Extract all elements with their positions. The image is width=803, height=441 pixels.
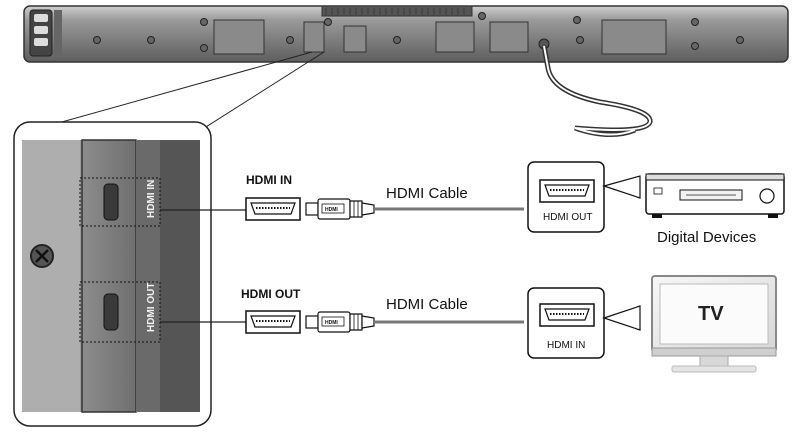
soundbar-recess: [435, 21, 475, 53]
callout-arrow: [602, 305, 641, 331]
panel-hdmi-out-box: [79, 281, 161, 343]
hdmi-out-label: HDMI OUT: [241, 287, 301, 301]
panel-hdmi-in-port: [103, 183, 119, 221]
hdmi-plug-icon: HDMI: [305, 311, 375, 333]
tv-label: TV: [698, 303, 724, 325]
tv-port-label: HDMI IN: [547, 340, 585, 351]
soundbar-screws: [93, 12, 744, 52]
tv-hdmi-in-box: HDMI IN: [527, 287, 605, 359]
panel-hdmi-in-label: HDMI IN: [146, 180, 157, 218]
device-port-label: HDMI OUT: [543, 212, 592, 223]
tv-icon: TV: [651, 275, 777, 373]
callout-arrow: [601, 175, 641, 199]
panel-hdmi-out-label: HDMI OUT: [146, 283, 157, 332]
device-hdmi-out-box: HDMI OUT: [527, 161, 605, 233]
hdmi-out-port-icon: [245, 310, 301, 334]
power-cord: [538, 38, 653, 137]
digital-devices-label: Digital Devices: [657, 229, 756, 246]
panel-screw-icon: [30, 244, 54, 268]
hdmi-in-connection: HDMI IN HDMI HDMI Cable: [245, 173, 524, 221]
soundbar-recess: [489, 21, 529, 53]
soundbar-recess: [601, 19, 667, 55]
hdmi-in-label: HDMI IN: [246, 173, 292, 187]
svg-text:HDMI: HDMI: [325, 207, 338, 213]
svg-text:HDMI: HDMI: [325, 320, 338, 326]
soundbar-grille: [325, 8, 465, 15]
hdmi-plug-icon: HDMI: [305, 198, 375, 220]
hdmi-in-port-icon: [245, 197, 301, 221]
soundbar: [23, 5, 789, 137]
hdmi-out-connection: HDMI OUT HDMI HDMI Cable: [241, 287, 524, 334]
hdmi-cable-label-top: HDMI Cable: [386, 185, 468, 202]
soundbar-side-buttons: [29, 9, 62, 57]
soundbar-recess: [343, 25, 367, 53]
soundbar-recess: [213, 19, 265, 55]
panel-hdmi-in-box: [79, 177, 161, 227]
panel-hdmi-out-port: [103, 293, 119, 331]
callout-lines: [25, 51, 325, 133]
digital-device-icon: [645, 173, 785, 218]
detail-panel: HDMI IN HDMI OUT: [13, 121, 246, 427]
soundbar-port-area: [303, 21, 325, 53]
hdmi-cable-label-bottom: HDMI Cable: [386, 296, 468, 313]
